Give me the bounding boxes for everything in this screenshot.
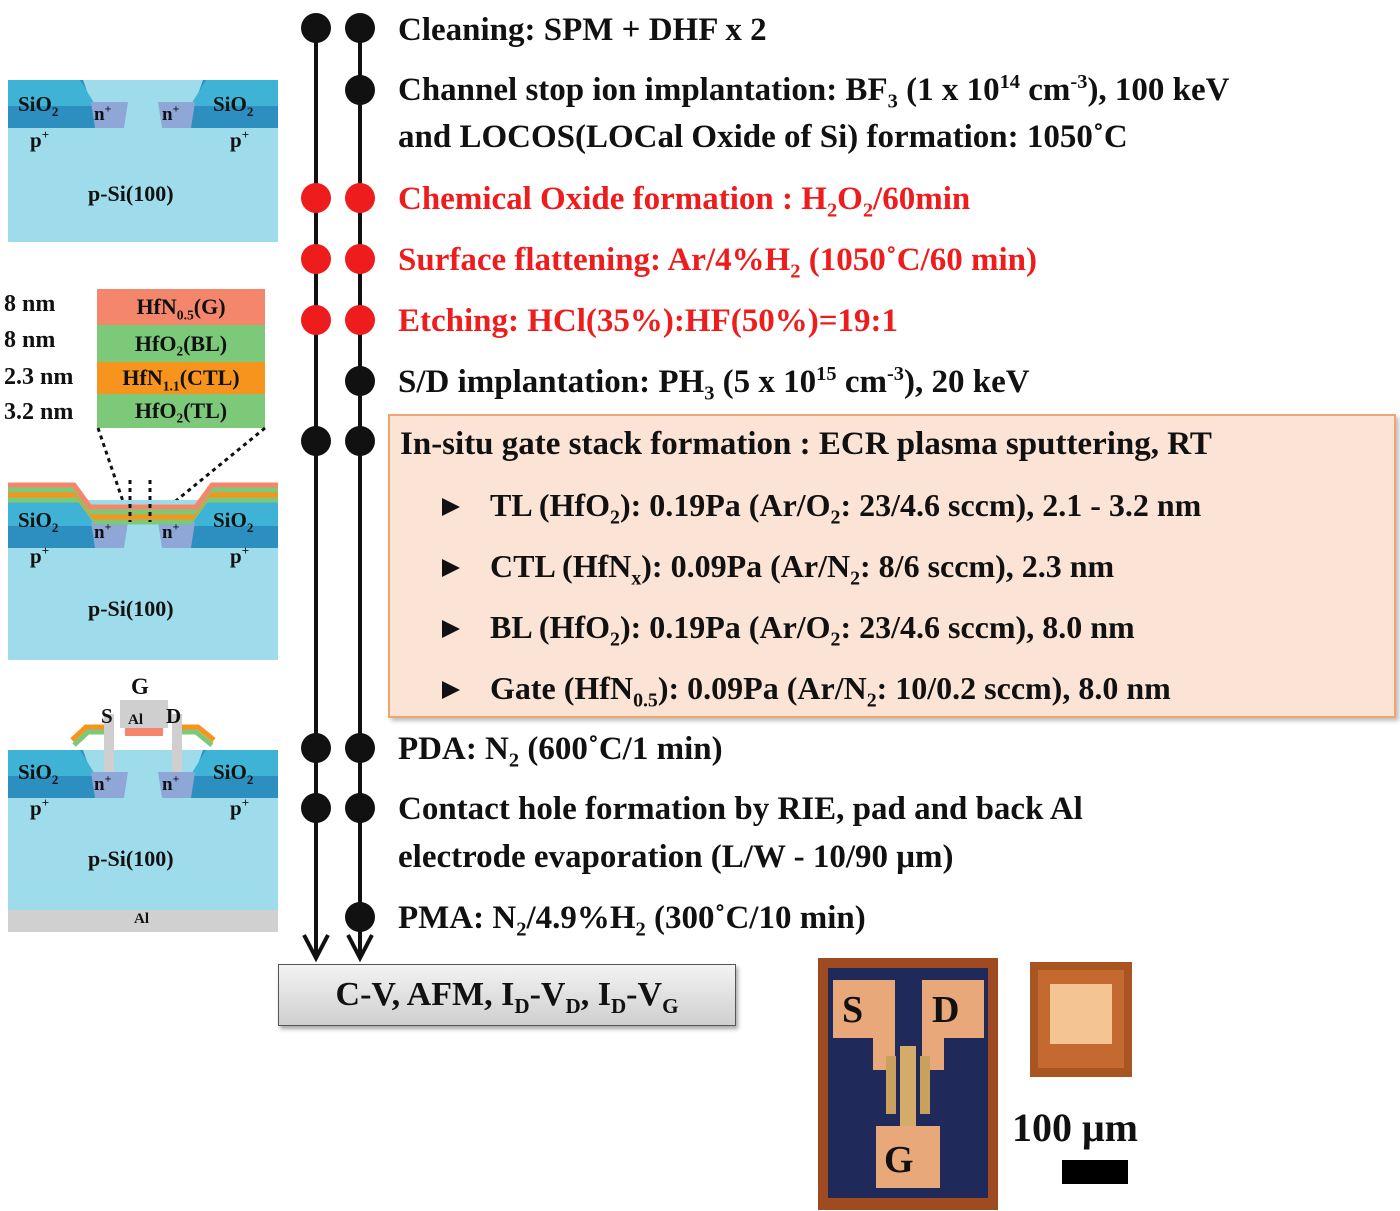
bullet-arrow-icon (442, 619, 460, 638)
timeline-dot (345, 305, 375, 335)
label-sio2-left: SiO2 (18, 92, 59, 120)
timeline-dot (345, 902, 375, 932)
micrograph-label-d: D (932, 989, 960, 1031)
timeline-dot (345, 183, 375, 213)
timeline-arrowhead-right (346, 934, 374, 963)
pad-micrograph (1030, 962, 1132, 1077)
step-etching: Etching: HCl(35%):HF(50%)=19:1 (398, 303, 898, 339)
scale-bar-label: 100 μm (1012, 1105, 1138, 1150)
label-sio2-left-2: SiO2 (18, 508, 59, 536)
layer-hfo2-tl: HfO₂(TL) (97, 394, 265, 428)
bullet-tl: TL (HfO2): 0.19Pa (Ar/O2: 23/4.6 sccm), … (442, 486, 1201, 527)
timeline-dot (345, 366, 375, 396)
micrograph-label-s: S (842, 989, 864, 1031)
step-cleaning: Cleaning: SPM + DHF x 2 (398, 12, 767, 48)
step-contact-hole: Contact hole formation by RIE, pad and b… (398, 791, 1083, 827)
timeline-dot (345, 793, 375, 823)
step-pda: PDA: N2 (600˚C/1 min) (398, 731, 723, 772)
label-substrate-3: p-Si(100) (88, 846, 174, 871)
label-back-al: Al (134, 911, 149, 927)
step-surface-flattening: Surface flattening: Ar/4%H2 (1050˚C/60 m… (398, 242, 1037, 283)
measurement-box: C-V, AFM, ID-VD, ID-VG (278, 964, 736, 1026)
label-sio2-right-3: SiO2 (213, 760, 254, 788)
timeline-dot (345, 426, 375, 456)
timeline-dot (301, 793, 331, 823)
bullet-gate: Gate (HfN0.5): 0.09Pa (Ar/N2: 10/0.2 scc… (442, 669, 1171, 710)
step-chemical-oxide: Chemical Oxide formation : H2O2/60min (398, 181, 971, 222)
thickness-gate: 8 nm (4, 291, 56, 317)
timeline-dot (345, 244, 375, 274)
bullet-arrow-icon (442, 558, 460, 577)
label-n-plus-left-3: n+ (94, 772, 112, 795)
label-sio2-left-3: SiO2 (18, 760, 59, 788)
label-p-plus-left-2: p+ (30, 543, 50, 568)
layer-hfn-gate: HfN0.5(G) (97, 289, 265, 325)
label-drain-d: D (166, 704, 182, 728)
timeline-arrowhead-left (302, 934, 330, 963)
micrograph-label-g: G (884, 1139, 914, 1181)
label-sio2-right: SiO2 (213, 92, 254, 120)
timeline-dot (301, 244, 331, 274)
cross-section-stack (8, 426, 278, 660)
cross-section-device (8, 700, 278, 932)
bullet-bl: BL (HfO2): 0.19Pa (Ar/O2: 23/4.6 sccm), … (442, 608, 1135, 649)
timeline-dot (301, 426, 331, 456)
label-n-plus-left-2: n+ (94, 520, 112, 543)
thickness-ctl: 2.3 nm (4, 364, 74, 390)
device-micrograph: S D G (818, 958, 998, 1210)
label-n-plus-right-3: n+ (162, 772, 180, 795)
label-p-plus-right: p+ (230, 127, 250, 152)
label-n-plus-left: n+ (94, 102, 112, 125)
label-source-s: S (101, 704, 113, 728)
label-n-plus-right: n+ (162, 102, 180, 125)
timeline-dot (345, 75, 375, 105)
layer-hfn-ctl: HfN1.1(CTL) (97, 362, 265, 394)
scale-bar (1062, 1160, 1128, 1184)
label-n-plus-right-2: n+ (162, 520, 180, 543)
timeline-dot (301, 183, 331, 213)
step-channel-stop: Channel stop ion implantation: BF3 (1 x … (398, 71, 1230, 113)
timeline-dot (345, 733, 375, 763)
bullet-arrow-icon (442, 497, 460, 516)
label-sio2-right-2: SiO2 (213, 508, 254, 536)
cross-section-locos (8, 80, 278, 242)
timeline-dot (301, 305, 331, 335)
timeline-dot (301, 733, 331, 763)
thickness-tl: 3.2 nm (4, 399, 74, 425)
label-p-plus-right-2: p+ (230, 543, 250, 568)
step-locos: and LOCOS(LOCal Oxide of Si) formation: … (398, 119, 1128, 155)
gate-stack-box: In-situ gate stack formation : ECR plasm… (388, 414, 1396, 718)
label-substrate: p-Si(100) (88, 181, 174, 206)
thickness-bl: 8 nm (4, 327, 56, 353)
process-timeline (301, 13, 375, 963)
label-p-plus-left: p+ (30, 127, 50, 152)
label-p-plus-right-3: p+ (230, 795, 250, 820)
label-p-plus-left-3: p+ (30, 795, 50, 820)
bullet-ctl: CTL (HfNx): 0.09Pa (Ar/N2: 8/6 sccm), 2.… (442, 547, 1114, 588)
step-electrode: electrode evaporation (L/W - 10/90 μm) (398, 839, 954, 875)
step-pma: PMA: N2/4.9%H2 (300˚C/10 min) (398, 900, 866, 941)
timeline-dot (345, 13, 375, 43)
label-gate-al: Al (128, 712, 143, 728)
bullet-arrow-icon (442, 680, 460, 699)
step-sd-implantation: S/D implantation: PH3 (5 x 1015 cm-3), 2… (398, 363, 1030, 405)
label-gate-g: G (131, 674, 149, 699)
label-substrate-2: p-Si(100) (88, 596, 174, 621)
timeline-dot (301, 13, 331, 43)
layer-hfo2-bl: HfO₂(BL) (97, 325, 265, 362)
step-gate-stack: In-situ gate stack formation : ECR plasm… (400, 426, 1212, 462)
